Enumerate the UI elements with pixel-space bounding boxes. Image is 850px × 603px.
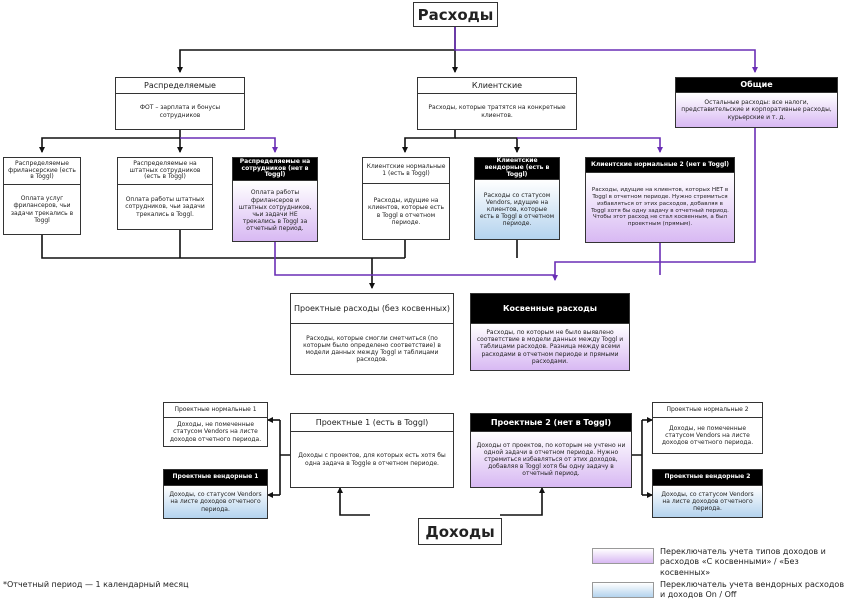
node-desc: Оплата работы фрилансеров и штатных сотр… [233,181,317,241]
legend-text-purple: Переключатель учета типов доходов и расх… [660,547,826,577]
node-desc: Расходы, которые смогли сметчиться (по к… [303,334,441,364]
indirect-expenses-node: Косвенные расходы Расходы, по которым не… [470,293,630,371]
client-node: Клиентские Расходы, которые тратятся на … [417,77,577,130]
project-vendor-1-node: Проектные вендорные 1 Доходы, со статусо… [163,469,268,519]
node-title: Проектные нормальные 1 [164,403,267,418]
edge-expenses-to-general [454,27,758,73]
edge-to-indirect-expenses [274,128,756,280]
distributed-node: Распределяемые ФОТ – зарплата и бонусы с… [115,77,245,130]
dist-not-toggl-node: Распределяемые на сотрудников (нет в Tog… [232,157,318,242]
node-desc: Расходы со статусом Vendors, идущие на к… [475,180,559,239]
node-desc: Доходы, со статусом Vendors на листе дох… [653,486,762,517]
edge-project2-to-right [632,420,643,495]
node-title: Распределяемые [116,78,244,94]
edge-income-to-project2 [500,487,545,516]
edge-project1-to-left [279,420,290,495]
node-desc: Оплата услуг фрилансеров, чьи задачи тре… [10,195,74,224]
income-title: Доходы [418,518,502,545]
node-desc: Расходы, которые тратятся на конкретные … [428,104,566,119]
edge-expenses-to-distributed [177,27,456,73]
node-title: Проектные 1 (есть в Toggl) [291,414,453,432]
footnote: *Отчетный период — 1 календарный месяц [3,580,189,589]
client-normal-1-node: Клиентские нормальные 1 (есть в Toggl) Р… [362,157,450,240]
edge-client-to-normal2 [517,137,663,153]
node-title: Проектные вендорные 1 [164,470,267,486]
edge-client-to-normal1 [402,130,456,153]
node-title: Проектные 2 (нет в Toggl) [471,414,631,432]
dist-freelance-node: Распределяемые фрилансерские (есть в Tog… [3,157,81,235]
project-vendor-2-node: Проектные вендорные 2 Доходы, со статусо… [652,469,763,518]
dist-staff-node: Распределяемые на штатных сотрудников (е… [117,157,213,230]
node-desc: Доходы, со статусом Vendors на листе дох… [164,486,267,518]
client-normal-2-node: Клиентские нормальные 2 (нет в Toggl) Ра… [585,157,735,243]
edge-income-to-project1 [337,487,370,516]
node-title: Клиентские нормальные 1 (есть в Toggl) [363,158,449,184]
node-title: Клиентские [418,78,576,94]
project-2-node: Проектные 2 (нет в Toggl) Доходы от прое… [470,413,632,488]
legend-text-blue: Переключатель учета вендорных расходов и… [660,580,845,600]
node-title: Распределяемые на штатных сотрудников (е… [118,158,212,185]
node-desc: Остальные расходы: все налоги, представи… [676,93,837,127]
node-desc: Оплата работы штатных сотрудников, чьи з… [125,196,205,218]
node-title: Распределяемые фрилансерские (есть в Tog… [4,158,80,185]
node-desc: Расходы, идущие на клиентов, которых НЕТ… [586,173,734,242]
node-title: Распределяемые на сотрудников (нет в Tog… [233,158,317,181]
node-desc: Доходы с проектов, для которых есть хотя… [298,452,446,467]
edge-distributed-to-freelance [39,130,181,153]
node-title: Проектные расходы (без косвенных) [291,294,453,324]
legend-swatch-blue [592,582,654,598]
edge-level3-to-project-expenses [41,230,518,288]
project-1-node: Проектные 1 (есть в Toggl) Доходы с прое… [290,413,454,488]
node-desc: Доходы от проектов, по которым не учтено… [471,432,631,487]
project-normal-2-node: Проектные нормальные 2 Доходы, не помече… [652,402,763,454]
node-title: Проектные вендорные 2 [653,470,762,486]
node-desc: Расходы, идущие на клиентов, которые ест… [367,197,445,226]
node-desc: ФОТ – зарплата и бонусы сотрудников [139,104,221,119]
node-desc: Доходы, не помеченные статусом Vendors н… [169,421,262,443]
edge-client-to-vendor [455,137,520,153]
project-normal-1-node: Проектные нормальные 1 Доходы, не помече… [163,402,268,447]
node-desc: Расходы, по которым не было выявлено соо… [471,324,629,370]
node-title: Косвенные расходы [471,294,629,324]
node-title: Общие [676,78,837,93]
node-desc: Доходы, не помеченные статусом Vendors н… [661,424,754,447]
legend-swatch-purple [592,548,654,564]
edge-distributed-to-not-toggl [180,137,278,153]
expenses-title: Расходы [413,2,498,27]
node-title: Клиентские нормальные 2 (нет в Toggl) [586,158,734,173]
general-node: Общие Остальные расходы: все налоги, пре… [675,77,838,128]
project-expenses-node: Проектные расходы (без косвенных) Расход… [290,293,454,375]
node-title: Проектные нормальные 2 [653,403,762,418]
node-title: Клиентские вендорные (есть в Toggl) [475,157,559,180]
client-vendor-node: Клиентские вендорные (есть в Toggl) Расх… [474,157,560,240]
